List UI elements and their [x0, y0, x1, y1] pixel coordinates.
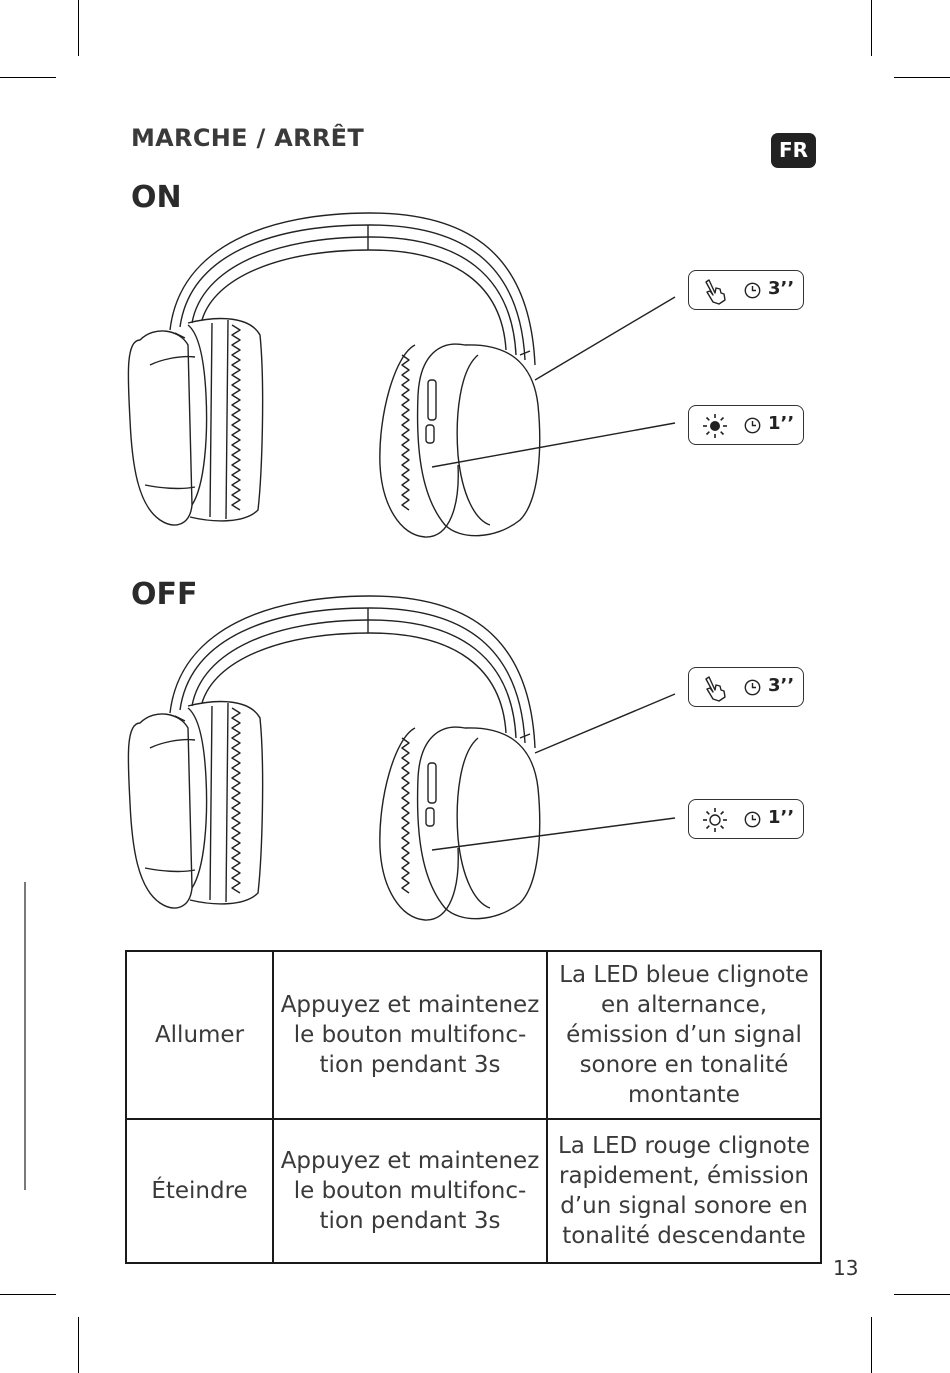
duration-label: 1’’: [768, 413, 795, 434]
crop-mark-top-left: [78, 0, 79, 56]
callout-led-1s-on: 1’’: [688, 405, 804, 445]
callout-press-3s-off: 3’’: [688, 667, 804, 707]
crop-mark-top-right: [871, 0, 872, 56]
led-light-icon: [703, 808, 727, 832]
crop-mark-top-left-h: [0, 77, 56, 78]
page-number: 13: [833, 1256, 859, 1280]
clock-icon: [744, 811, 761, 828]
headphones-figure-on: [120, 205, 820, 565]
state-label-on: ON: [131, 180, 182, 215]
margin-marks: [24, 882, 26, 1190]
hand-press-icon: [705, 676, 726, 702]
action-cell: Allumer: [125, 950, 274, 1120]
headphones-illustration: [127, 212, 676, 538]
language-badge: FR: [771, 133, 816, 168]
headphones-illustration: [127, 595, 676, 921]
callout-led-1s-off: 1’’: [688, 799, 804, 839]
result-cell: La LED rouge clignote rapidement, émissi…: [546, 1118, 822, 1264]
table-row: Éteindre Appuyez et maintenez le bouton …: [125, 1118, 822, 1264]
hand-press-icon: [705, 279, 726, 305]
state-label-off: OFF: [131, 577, 198, 612]
result-cell: La LED bleue clignote en alternance, émi…: [546, 950, 822, 1120]
clock-icon: [744, 417, 761, 434]
crop-mark-bottom-right-h: [894, 1294, 950, 1295]
instruction-cell: Appuyez et maintenez le bouton multifonc…: [272, 1118, 548, 1264]
clock-icon: [744, 679, 761, 696]
duration-label: 3’’: [768, 675, 795, 696]
crop-mark-bottom-left: [78, 1317, 79, 1373]
duration-label: 1’’: [768, 807, 795, 828]
crop-mark-top-right-h: [894, 77, 950, 78]
instruction-cell: Appuyez et maintenez le bouton multifonc…: [272, 950, 548, 1120]
crop-mark-bottom-left-h: [0, 1294, 56, 1295]
power-instructions-table: Allumer Appuyez et maintenez le bouton m…: [125, 950, 822, 1264]
headphones-figure-off: [120, 588, 820, 948]
crop-mark-bottom-right: [871, 1317, 872, 1373]
clock-icon: [744, 282, 761, 299]
action-cell: Éteindre: [125, 1118, 274, 1264]
led-light-icon: [703, 414, 727, 438]
table-row: Allumer Appuyez et maintenez le bouton m…: [125, 950, 822, 1120]
section-title: MARCHE / ARRÊT: [131, 124, 365, 152]
duration-label: 3’’: [768, 278, 795, 299]
callout-press-3s-on: 3’’: [688, 270, 804, 310]
